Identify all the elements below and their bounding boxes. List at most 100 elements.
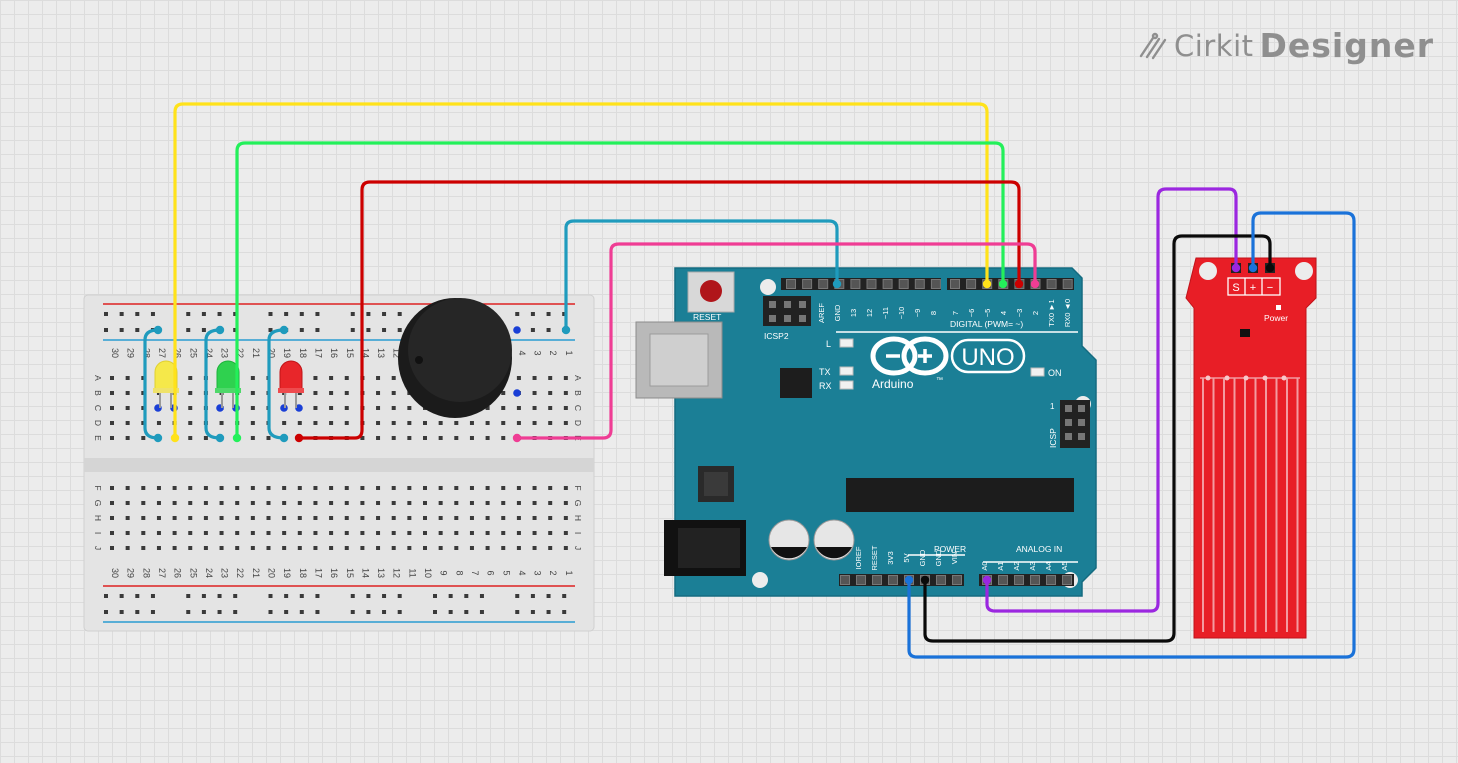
svg-text:F: F	[93, 485, 103, 490]
jumper-red-led[interactable]	[267, 328, 286, 440]
digital-pwm-label: DIGITAL (PWM= ~)	[950, 319, 1023, 329]
wire-yellow[interactable]	[173, 102, 989, 440]
svg-text:D: D	[93, 420, 103, 426]
uno-model-text: UNO	[961, 344, 1014, 371]
svg-text:GND: GND	[918, 549, 927, 566]
svg-text:4: 4	[517, 570, 527, 575]
power-label: POWER	[934, 544, 966, 554]
wires	[143, 102, 1356, 659]
usb-chip	[780, 368, 812, 398]
wire-red[interactable]	[297, 180, 1021, 440]
svg-text:TX0 ►1: TX0 ►1	[1047, 299, 1056, 326]
svg-text:G: G	[573, 500, 583, 507]
sensor-transistor	[1240, 329, 1250, 337]
svg-text:RX0 ◄0: RX0 ◄0	[1063, 299, 1072, 327]
wire-pink[interactable]	[515, 242, 1037, 440]
svg-text:C: C	[573, 405, 583, 411]
svg-text:23: 23	[220, 568, 230, 578]
svg-text:~5: ~5	[983, 309, 992, 318]
svg-text:VIN: VIN	[950, 552, 959, 565]
svg-text:16: 16	[329, 568, 339, 578]
wire-black[interactable]	[923, 234, 1272, 643]
svg-text:15: 15	[345, 348, 355, 358]
reset-button-cap[interactable]	[700, 280, 722, 302]
wire-cyan[interactable]	[564, 219, 839, 332]
svg-text:I: I	[573, 532, 583, 534]
svg-text:A: A	[573, 375, 583, 381]
yellow-led[interactable]	[153, 360, 179, 408]
wire-blue[interactable]	[907, 211, 1356, 659]
svg-text:13: 13	[849, 309, 858, 317]
svg-text:30: 30	[110, 348, 120, 358]
brand-prefix: Cirkit	[1174, 28, 1254, 63]
led-rx	[839, 380, 854, 390]
svg-text:~6: ~6	[967, 309, 976, 318]
analog-in-label: ANALOG IN	[1016, 544, 1062, 554]
green-led[interactable]	[215, 360, 241, 408]
icsp2-label: ICSP2	[764, 331, 789, 341]
sensor-pin-minus-label: −	[1267, 282, 1273, 294]
svg-text:I: I	[93, 532, 103, 534]
cirkit-logo-icon	[1139, 32, 1167, 59]
svg-text:~10: ~10	[897, 307, 906, 320]
svg-text:GND: GND	[934, 549, 943, 566]
svg-text:16: 16	[329, 348, 339, 358]
digital-header-right	[947, 278, 1074, 290]
jumper-yellow-led[interactable]	[143, 328, 160, 440]
wire-green[interactable]	[235, 141, 1005, 440]
svg-text:13: 13	[376, 568, 386, 578]
svg-text:8: 8	[929, 311, 938, 315]
arduino-uno-board[interactable]: RESET ICSP2 ICSP 1 DIGITAL (PWM= ~) POWE…	[635, 267, 1097, 597]
svg-text:B: B	[573, 390, 583, 396]
svg-text:18: 18	[298, 568, 308, 578]
arduino-infinity-logo	[870, 336, 949, 376]
icsp-header	[1060, 400, 1090, 448]
svg-text:IOREF: IOREF	[854, 546, 863, 569]
svg-text:3V3: 3V3	[886, 551, 895, 564]
uno-badge	[950, 338, 1026, 374]
svg-text:3: 3	[533, 350, 543, 355]
svg-text:~11: ~11	[881, 307, 890, 319]
svg-text:7: 7	[951, 311, 960, 315]
svg-text:26: 26	[173, 348, 183, 358]
svg-text:C: C	[93, 405, 103, 411]
svg-text:1: 1	[564, 570, 574, 575]
red-led[interactable]	[278, 360, 304, 408]
buzzer[interactable]	[398, 298, 512, 418]
svg-text:17: 17	[313, 348, 323, 358]
trademark-symbol: ™	[936, 377, 943, 384]
svg-text:J: J	[573, 546, 583, 550]
svg-text:3: 3	[533, 570, 543, 575]
water-level-sensor[interactable]: S + − Power	[1185, 257, 1317, 639]
atmega-chip	[846, 478, 1074, 512]
wire-purple[interactable]	[985, 187, 1238, 613]
svg-text:2: 2	[548, 350, 558, 355]
svg-text:24: 24	[204, 348, 214, 358]
svg-text:4: 4	[517, 350, 527, 355]
breadboard[interactable]: 3030292928282727262625252424232322222121…	[83, 294, 595, 632]
svg-text:27: 27	[157, 568, 167, 578]
svg-text:A0: A0	[980, 561, 989, 570]
svg-text:A4: A4	[1044, 561, 1053, 570]
jumper-green-led[interactable]	[204, 328, 222, 440]
svg-text:24: 24	[204, 568, 214, 578]
svg-text:21: 21	[251, 348, 261, 358]
svg-text:21: 21	[251, 568, 261, 578]
arduino-brand-text: Arduino	[872, 377, 914, 391]
svg-text:8: 8	[454, 570, 464, 575]
svg-text:17: 17	[313, 568, 323, 578]
svg-text:D: D	[573, 420, 583, 426]
svg-text:30: 30	[110, 568, 120, 578]
brand-name: Designer	[1259, 26, 1434, 65]
cirkit-designer-logo: Cirkit Designer	[1138, 26, 1434, 65]
svg-text:25: 25	[188, 348, 198, 358]
svg-text:4: 4	[999, 311, 1008, 315]
svg-text:2: 2	[1031, 311, 1040, 315]
svg-text:H: H	[93, 515, 103, 521]
svg-text:11: 11	[407, 568, 417, 577]
analog-header	[979, 574, 1074, 586]
led-tx-label: TX	[819, 367, 831, 377]
svg-text:20: 20	[267, 348, 277, 358]
